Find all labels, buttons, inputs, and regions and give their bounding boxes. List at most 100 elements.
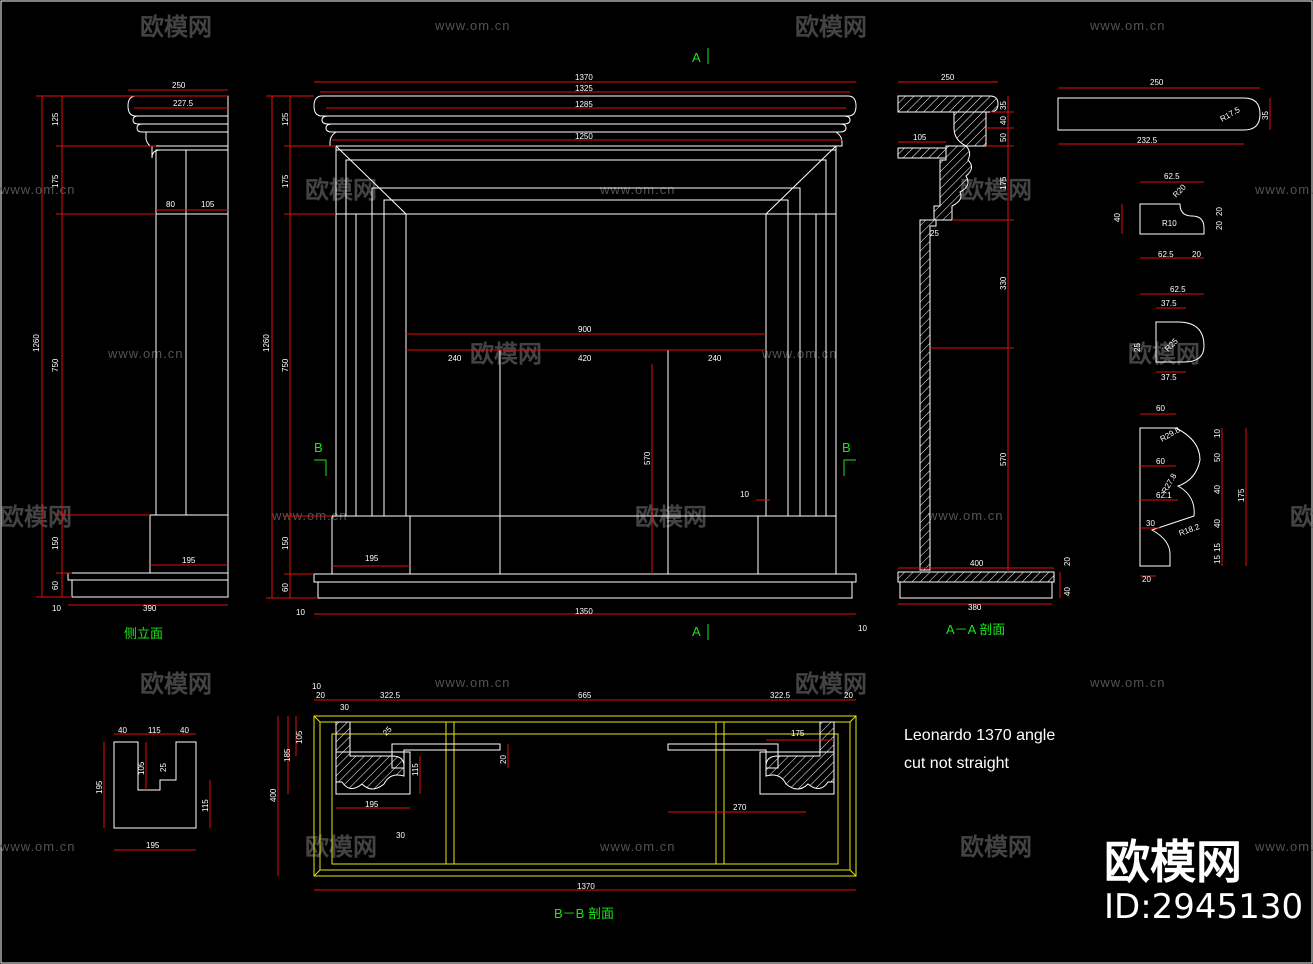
dim-label: 420 <box>578 354 592 363</box>
section-hearth-top <box>897 571 1055 583</box>
dim-label: R17.5 <box>1219 105 1242 124</box>
dim-label: 322.5 <box>380 691 401 700</box>
dim-label: 60 <box>281 583 290 592</box>
dim-label: 227.5 <box>173 99 194 108</box>
dim-label: 390 <box>143 604 157 613</box>
section-bb-view: 10 20 322.5 665 322.5 20 30 105 185 400 … <box>269 682 857 921</box>
dim-label: 270 <box>733 803 747 812</box>
dim-label: R20 <box>1171 182 1188 199</box>
dim-label: 10 <box>1213 429 1222 438</box>
dim-label: 62.5 <box>1164 172 1180 181</box>
watermark-brand: 欧模网 <box>960 833 1032 861</box>
dim-label: 37.5 <box>1161 373 1177 382</box>
watermark-url: www.om.cn <box>107 346 183 361</box>
hearth-base <box>317 581 853 599</box>
plan-leg-left <box>335 721 405 790</box>
side-base <box>71 579 229 598</box>
dim-label: 35 <box>999 101 1008 110</box>
dim-label: 1370 <box>577 882 595 891</box>
plan-leg-right <box>765 721 835 790</box>
dim-label: 570 <box>999 452 1008 466</box>
dim-label: 322.5 <box>770 691 791 700</box>
profile-cove-1 <box>1139 203 1205 235</box>
section-aa-view: 250 105 35 40 50 175 330 570 25 400 380 … <box>897 73 1072 637</box>
dim-label: 250 <box>1150 78 1164 87</box>
dim-label: 175 <box>51 174 60 188</box>
brand-logo-text: 欧模网 <box>1104 835 1242 889</box>
dim-label: 105 <box>137 761 146 775</box>
section-leg <box>919 219 937 571</box>
dim-label: 10 <box>296 608 305 617</box>
watermark-brand: 欧模网 <box>140 670 212 698</box>
dim-label: 60 <box>1156 457 1165 466</box>
shelf-molding-2 <box>132 115 229 125</box>
dim-label: 195 <box>146 841 160 850</box>
dim-label: 10 <box>312 682 321 691</box>
plinth-right <box>757 515 837 575</box>
dim-label: 25 <box>159 763 168 772</box>
dim-label: 240 <box>448 354 462 363</box>
view-title-side: 侧立面 <box>124 626 163 641</box>
mantel-molding-3 <box>325 123 847 133</box>
dim-label: 50 <box>999 133 1008 142</box>
dim-label: 380 <box>968 603 982 612</box>
dim-label: 25 <box>1133 343 1142 352</box>
dim-label: 1350 <box>575 607 593 616</box>
watermark-url: www.om.cn <box>434 18 510 33</box>
surround-outer <box>335 145 837 517</box>
watermark-brand: 欧模网 <box>305 176 377 204</box>
front-elevation-view: 1370 1325 1285 1250 900 240 420 240 570 … <box>262 48 867 640</box>
dim-label: 40 <box>1213 519 1222 528</box>
view-title-section-aa: A－A 剖面 <box>946 622 1005 637</box>
dim-label: 40 <box>999 116 1008 125</box>
dim-label: 60 <box>1156 404 1165 413</box>
dim-label: 250 <box>941 73 955 82</box>
plan-outer <box>313 715 857 877</box>
dim-label: 900 <box>578 325 592 334</box>
dim-label: 37.5 <box>1161 299 1177 308</box>
dim-label: 330 <box>999 276 1008 290</box>
dim-label: 195 <box>365 800 379 809</box>
dim-label: 175 <box>281 174 290 188</box>
watermark-brand: 欧模网 <box>1128 340 1200 368</box>
dim-label: 25 <box>381 724 394 737</box>
dim-label: 175 <box>791 729 805 738</box>
watermark-brand: 欧模网 <box>1290 503 1313 531</box>
dim-label: 30 <box>340 703 349 712</box>
watermark-brand: 欧模网 <box>0 503 72 531</box>
dim-label: 50 <box>1213 453 1222 462</box>
dim-label: R10 <box>1162 219 1177 228</box>
dim-label: 150 <box>51 536 60 550</box>
plinth-left <box>331 515 411 575</box>
dim-label: 20 <box>1192 250 1201 259</box>
dim-label: 20 <box>1142 575 1151 584</box>
dim-label: 10 <box>858 624 867 633</box>
dim-label: 20 <box>1215 207 1224 216</box>
watermark-url: www.om.cn <box>599 839 675 854</box>
dim-label: 150 <box>281 536 290 550</box>
surround-band-1 <box>345 159 827 516</box>
dim-label: 1370 <box>575 73 593 82</box>
surround-opening <box>405 213 767 516</box>
profile-details: 250 R17.5 35 232.5 62.5 R20 R10 40 62.5 … <box>1057 78 1271 584</box>
dim-label: 750 <box>51 358 60 372</box>
dim-label: 20 <box>1215 221 1224 230</box>
watermark-url: www.om.cn <box>599 182 675 197</box>
dim-label: 20 <box>499 755 508 764</box>
dim-label: 40 <box>1113 213 1122 222</box>
dim-label: 15 <box>1213 543 1222 552</box>
dim-label: 105 <box>295 730 304 744</box>
dim-label: 80 <box>166 200 175 209</box>
dim-label: 25 <box>930 229 939 238</box>
dim-label: 1285 <box>575 100 593 109</box>
section-shelf <box>897 95 999 113</box>
section-marker-a-bottom: A <box>692 624 701 639</box>
dim-label: 400 <box>970 559 984 568</box>
dim-label: 195 <box>182 556 196 565</box>
u-channel-detail: 40 115 40 105 25 195 115 195 <box>95 726 211 851</box>
watermark-brand: 欧模网 <box>305 833 377 861</box>
u-channel-outline <box>113 741 197 829</box>
note-line-1: Leonardo 1370 angle <box>904 727 1055 744</box>
